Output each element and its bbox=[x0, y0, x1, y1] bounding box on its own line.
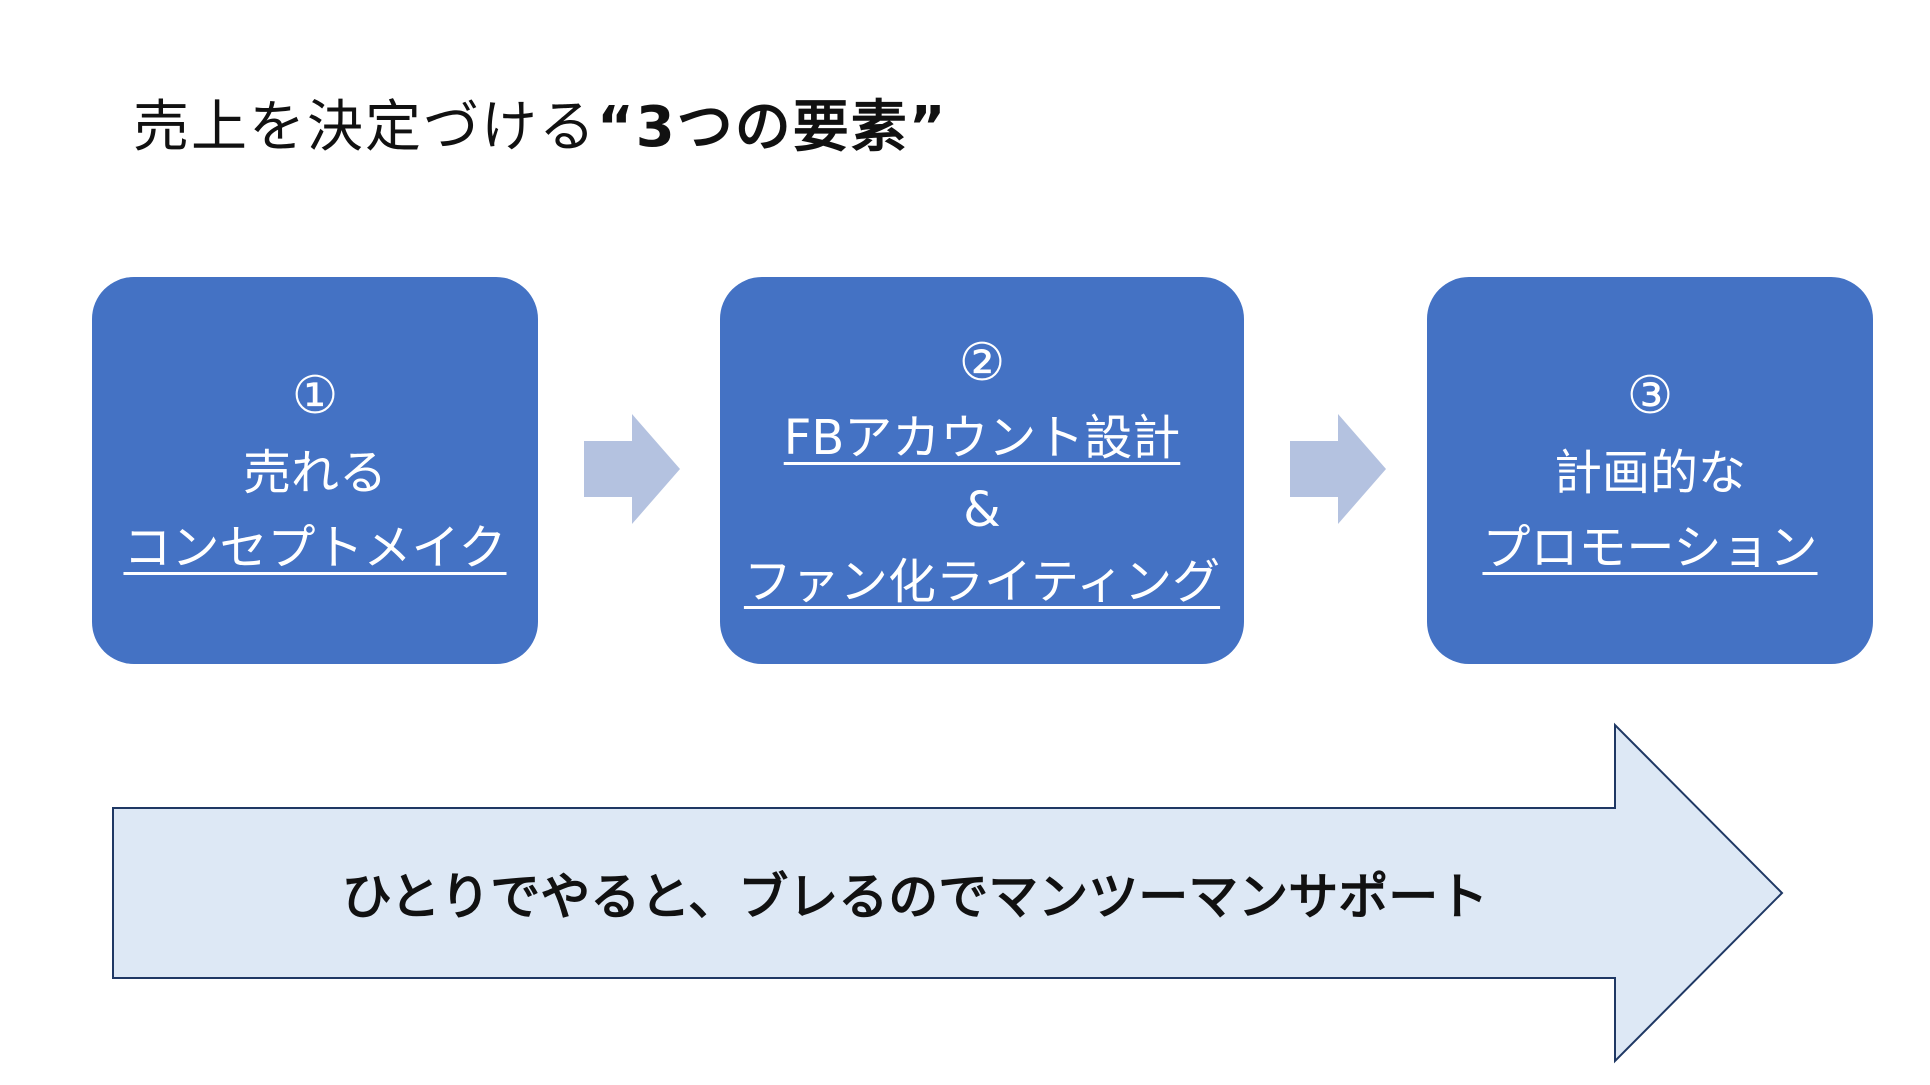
step-2-line2: ファン化ライティング bbox=[743, 553, 1221, 610]
step-2-box: ② FBアカウント設計 & ファン化ライティング bbox=[720, 277, 1244, 664]
support-arrow-label: ひとりでやると、ブレるのでマンツーマンサポート bbox=[341, 868, 1489, 926]
step-3-line2: プロモーション bbox=[1482, 519, 1818, 576]
step-1-box: ① 売れる コンセプトメイク bbox=[92, 277, 538, 664]
title-prefix: 売上を決定づける bbox=[133, 95, 597, 160]
right-arrow-icon bbox=[1290, 414, 1386, 524]
step-2-number: ② bbox=[958, 332, 1006, 393]
page-title: 売上を決定づける“3つの要素” bbox=[133, 88, 948, 168]
step-1-line1: 売れる bbox=[242, 445, 387, 502]
step-1-line2: コンセプトメイク bbox=[123, 519, 507, 576]
title-emphasis: “3つの要素” bbox=[597, 95, 948, 160]
step-3-number: ③ bbox=[1626, 365, 1674, 426]
step-3-box: ③ 計画的な プロモーション bbox=[1427, 277, 1873, 664]
step-2-connector: & bbox=[963, 481, 1001, 538]
step-3-line1: 計画的な bbox=[1553, 445, 1746, 502]
step-2-line1: FBアカウント設計 bbox=[783, 409, 1181, 466]
support-arrow-icon bbox=[112, 722, 1784, 1064]
step-1-number: ① bbox=[291, 365, 339, 426]
right-arrow-icon bbox=[584, 414, 680, 524]
